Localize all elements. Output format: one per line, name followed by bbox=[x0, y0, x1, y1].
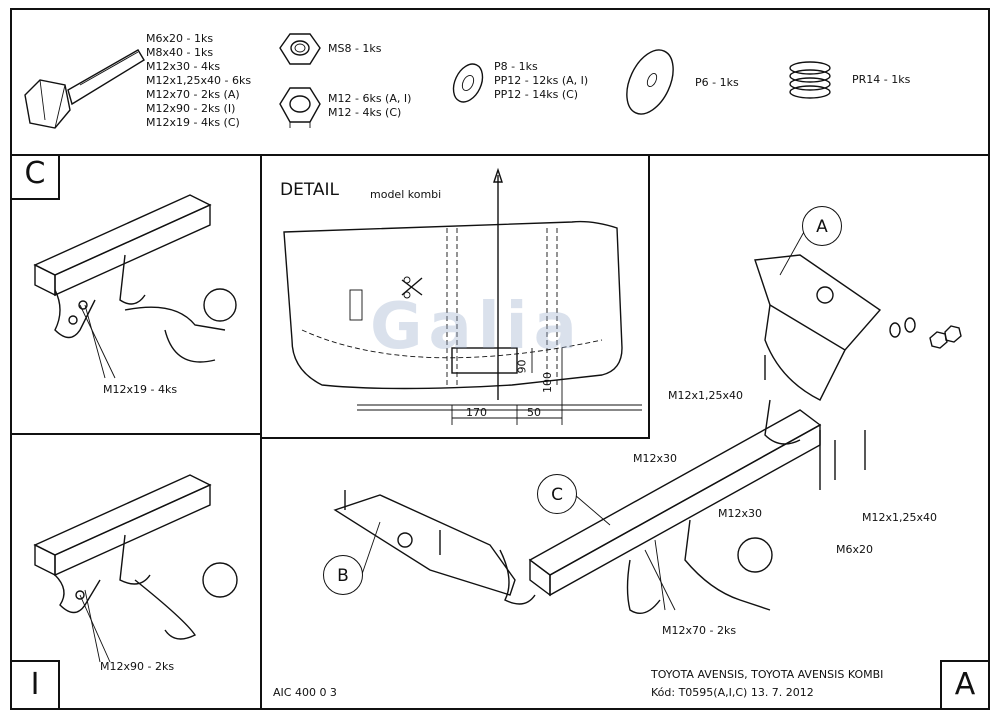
locknut-icon bbox=[279, 33, 321, 65]
dim-50: 50 bbox=[527, 406, 541, 419]
towbar-fixed-drawing bbox=[33, 474, 238, 663]
towbar-detachable-drawing bbox=[33, 194, 237, 379]
panel-i bbox=[10, 433, 262, 710]
panel-i-bolt-label: M12x90 - 2ks bbox=[100, 660, 175, 673]
vehicle-title: TOYOTA AVENSIS, TOYOTA AVENSIS KOMBI bbox=[651, 668, 884, 681]
galia-logo-watermark: Galia bbox=[370, 290, 583, 364]
nut-m12-item: M12 - 6ks (A, I) bbox=[328, 92, 412, 105]
towbar-assembly-drawing bbox=[333, 229, 882, 614]
callout-a: A bbox=[802, 206, 842, 246]
large-washer-icon bbox=[626, 49, 674, 115]
bolt-item: M6x20 - 1ks bbox=[146, 32, 214, 45]
panel-c-corner: C bbox=[10, 154, 60, 200]
small-washer-icon bbox=[452, 63, 484, 103]
nut-m12-item: M12 - 4ks (C) bbox=[328, 106, 402, 119]
spring-icon bbox=[789, 61, 831, 99]
detail-panel bbox=[260, 154, 650, 439]
nut-m12-list: M12 - 6ks (A, I) M12 - 4ks (C) bbox=[328, 92, 411, 120]
washer-nut-stack bbox=[889, 317, 962, 349]
bolt-icon bbox=[24, 49, 145, 129]
drawing-code: AIC 400 0 3 bbox=[273, 686, 337, 699]
kod-date: Kód: T0595(A,I,C) 13. 7. 2012 bbox=[651, 686, 814, 699]
label-m12x125x40-top: M12x1,25x40 bbox=[668, 389, 743, 402]
cutout-rect bbox=[451, 347, 518, 374]
bolt-item: M12x30 - 4ks bbox=[146, 60, 221, 73]
dim-170: 170 bbox=[466, 406, 487, 419]
washer-item: PP12 - 12ks (A, I) bbox=[494, 74, 589, 87]
bolt-item: M8x40 - 1ks bbox=[146, 46, 214, 59]
label-m12x70: M12x70 - 2ks bbox=[662, 624, 737, 637]
detail-subtitle: model kombi bbox=[370, 188, 442, 201]
bolt-item: M12x90 - 2ks (I) bbox=[146, 102, 236, 115]
label-m12x30-mid: M12x30 bbox=[718, 507, 762, 520]
washer-item: PP12 - 14ks (C) bbox=[494, 88, 579, 101]
bumper-outline-drawing bbox=[283, 167, 642, 425]
bolt-item: M12x70 - 2ks (A) bbox=[146, 88, 240, 101]
panel-i-corner: I bbox=[10, 660, 60, 710]
washer-p6-label: P6 - 1ks bbox=[695, 76, 739, 89]
nut-icon bbox=[279, 87, 321, 128]
washer-list: P8 - 1ks PP12 - 12ks (A, I) PP12 - 14ks … bbox=[494, 60, 588, 102]
main-corner: A bbox=[940, 660, 990, 710]
label-m12x125x40-right: M12x1,25x40 bbox=[862, 511, 937, 524]
label-m12x30-left: M12x30 bbox=[633, 452, 677, 465]
spring-label: PR14 - 1ks bbox=[852, 73, 911, 86]
bolt-list: M6x20 - 1ks M8x40 - 1ks M12x30 - 4ks M12… bbox=[146, 32, 251, 130]
detail-title: DETAIL bbox=[280, 180, 340, 200]
washer-item: P8 - 1ks bbox=[494, 60, 538, 73]
label-m6x20: M6x20 bbox=[836, 543, 873, 556]
bolt-item: M12x19 - 4ks (C) bbox=[146, 116, 240, 129]
panel-c-bolt-label: M12x19 - 4ks bbox=[103, 383, 178, 396]
callout-c: C bbox=[537, 474, 577, 514]
bolt-item: M12x1,25x40 - 6ks bbox=[146, 74, 252, 87]
callout-b: B bbox=[323, 555, 363, 595]
nut-ms8-label: MS8 - 1ks bbox=[328, 42, 382, 55]
